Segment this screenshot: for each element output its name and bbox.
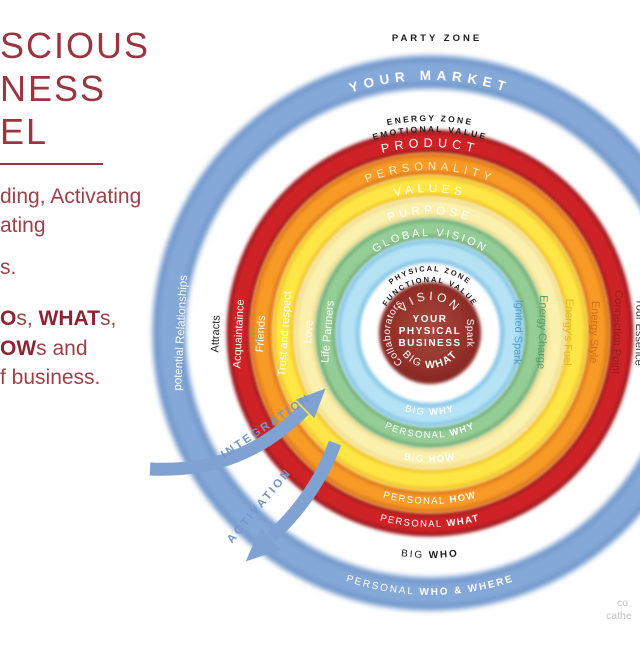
subtitle-line-1: ding, Activating xyxy=(0,185,142,208)
your-essence-label: Your Essence xyxy=(632,298,640,366)
body-line-1: Os, WHATs, xyxy=(0,307,117,330)
rings xyxy=(152,55,640,611)
big-who-label: BIG WHO xyxy=(401,548,460,561)
ring-purpose-core xyxy=(298,201,562,465)
title-line-1: SCIOUS xyxy=(0,25,151,66)
love-label: Love xyxy=(302,319,316,344)
friends-label: Friends xyxy=(254,315,268,353)
center-line3: BUSINESS xyxy=(398,338,461,349)
energys-fuel-label: Energy's Fuel xyxy=(561,298,575,365)
credit-text: co cathe xyxy=(606,597,640,623)
product-label: PRODUCT xyxy=(380,136,481,156)
text-fragment: s. xyxy=(0,256,17,279)
big-how-label: BIG HOW xyxy=(403,451,456,465)
right-labels: Ignited Spark Energy Charge Energy's Fue… xyxy=(511,290,640,374)
center-circle xyxy=(379,282,481,384)
ring-product-core xyxy=(231,134,629,532)
values-label: VALUES xyxy=(393,183,468,199)
connection-point-label: Connection Point xyxy=(610,290,625,374)
ring-physical-zone-core xyxy=(340,243,520,423)
acquaintance-label: Acquaintaince xyxy=(231,299,247,369)
integration-arrowhead-icon xyxy=(295,388,326,419)
attracts-label: Attracts xyxy=(209,315,222,353)
subtitle: ding, Activating ating xyxy=(0,182,141,240)
activation-arrowhead-icon xyxy=(245,527,281,562)
center-line2: PHYSICAL xyxy=(399,326,462,337)
body-line-3: f business. xyxy=(0,366,101,389)
ring-global-vision-core xyxy=(319,222,541,444)
credit-line-2: cathe xyxy=(606,610,632,622)
ring-your-market-core xyxy=(158,61,640,605)
subtitle-line-2: ating xyxy=(0,214,46,237)
arrows xyxy=(149,388,342,562)
spark-label: Spark xyxy=(464,319,475,348)
activation-arrow-body xyxy=(266,440,342,542)
left-panel: SCIOUS NESS EL xyxy=(0,24,150,153)
energy-zone-label: ENERGY ZONE xyxy=(386,113,474,127)
energy-style-label: Energy Style xyxy=(587,301,601,364)
body-line-2: OWs and xyxy=(0,336,88,360)
center-line1: YOUR xyxy=(413,314,448,325)
title-underline xyxy=(0,163,103,165)
life-partners-label: Life Partners xyxy=(319,300,336,364)
ignited-spark-label: Ignited Spark xyxy=(511,300,525,366)
trust-respect-label: Trust and respect xyxy=(276,291,294,377)
credit-line-1: co xyxy=(617,597,629,609)
ring-values-core xyxy=(276,179,584,487)
energy-charge-label: Energy Charge xyxy=(535,295,550,369)
party-zone-label: PARTY ZONE xyxy=(392,33,482,44)
ring-personality-core xyxy=(254,157,606,509)
title-line-3: EL xyxy=(0,111,49,152)
integration-arrow-body xyxy=(149,405,309,476)
title-line-2: NESS xyxy=(0,68,107,109)
body-text: Os, WHATs, OWs and f business. xyxy=(0,304,116,393)
